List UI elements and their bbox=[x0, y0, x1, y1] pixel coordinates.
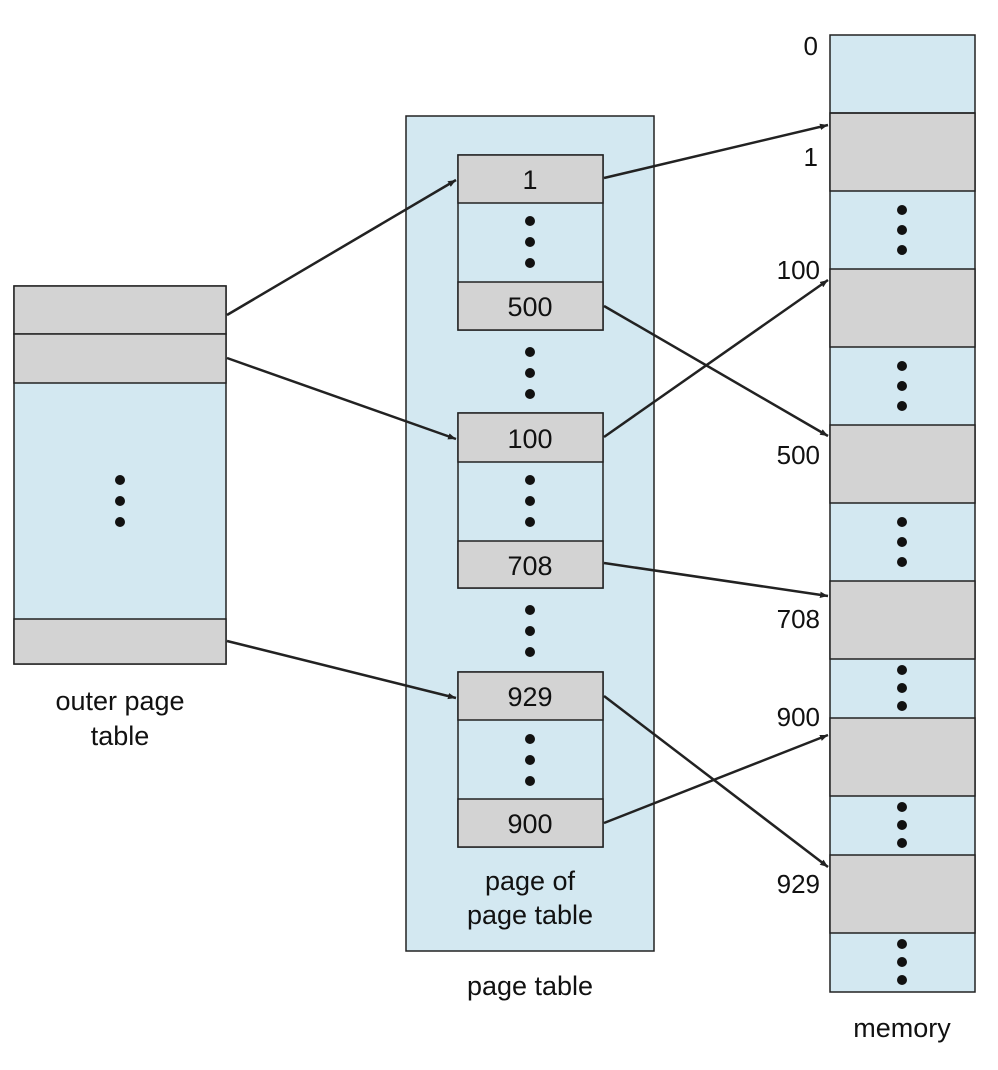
page-table-label: page table bbox=[467, 971, 593, 1001]
page-of-page-table-label-line2: page table bbox=[467, 900, 593, 930]
outer-page-table bbox=[13, 285, 227, 665]
arrow-entry708-to-frame708 bbox=[603, 561, 829, 598]
ellipsis-dots bbox=[897, 205, 907, 255]
memory-label: memory bbox=[853, 1013, 951, 1043]
frame-929 bbox=[829, 854, 976, 934]
arrow-outer1-to-pt1 bbox=[226, 178, 457, 317]
pt-entry-label-900: 900 bbox=[507, 809, 552, 839]
page-table: 1 500 100 708 bbox=[405, 115, 655, 952]
mem-address-708: 708 bbox=[777, 604, 820, 634]
arrow-entry929-to-frame929 bbox=[603, 695, 829, 868]
page-of-page-table-3 bbox=[457, 671, 604, 848]
memory-column bbox=[829, 34, 976, 993]
outer-entry-1 bbox=[13, 285, 227, 335]
ellipsis-dots bbox=[897, 939, 907, 985]
frame-1 bbox=[829, 112, 976, 192]
pt-entry-708 bbox=[457, 540, 604, 589]
pt-entry-label-100: 100 bbox=[507, 424, 552, 454]
page-of-page-table-label-line1: page of bbox=[485, 866, 576, 896]
outer-page-table-label-line2: table bbox=[91, 721, 150, 751]
outer-page-table-label-line1: outer page bbox=[55, 686, 184, 716]
arrow-entry1-to-frame1 bbox=[603, 123, 829, 180]
ellipsis-dots bbox=[525, 734, 535, 786]
ellipsis-dots bbox=[525, 605, 535, 657]
ellipsis-dots bbox=[897, 802, 907, 848]
pt-entry-100 bbox=[457, 412, 604, 463]
ellipsis-dots bbox=[897, 665, 907, 711]
mem-address-1: 1 bbox=[804, 142, 818, 172]
ellipsis-dots bbox=[897, 517, 907, 567]
frame-900 bbox=[829, 717, 976, 797]
outer-entry-2 bbox=[13, 333, 227, 384]
outer-entry-last bbox=[13, 618, 227, 665]
arrow-entry100-to-frame100 bbox=[603, 278, 829, 439]
ellipsis-dots bbox=[525, 347, 535, 399]
mem-address-900: 900 bbox=[777, 702, 820, 732]
arrow-outerlast-to-pt3 bbox=[226, 639, 457, 700]
mem-address-100: 100 bbox=[777, 255, 820, 285]
arrow-entry900-to-frame900 bbox=[603, 733, 829, 825]
frame-708 bbox=[829, 580, 976, 660]
pt-entry-500 bbox=[457, 281, 604, 331]
pt-entry-1 bbox=[457, 154, 604, 204]
pt-entry-900 bbox=[457, 798, 604, 848]
frame-500 bbox=[829, 424, 976, 504]
pt-entry-label-929: 929 bbox=[507, 682, 552, 712]
page-of-page-table-2 bbox=[457, 412, 604, 589]
ellipsis-dots bbox=[897, 361, 907, 411]
frame-100 bbox=[829, 268, 976, 348]
mem-address-500: 500 bbox=[777, 440, 820, 470]
pt-entry-929 bbox=[457, 671, 604, 721]
arrow-outer2-to-pt2 bbox=[226, 356, 457, 441]
pt-entry-label-500: 500 bbox=[507, 292, 552, 322]
ellipsis-dots bbox=[525, 475, 535, 527]
ellipsis-dots bbox=[115, 475, 125, 527]
ellipsis-dots bbox=[525, 216, 535, 268]
mem-address-929: 929 bbox=[777, 869, 820, 899]
mem-address-0: 0 bbox=[804, 31, 818, 61]
arrows bbox=[226, 123, 829, 868]
arrow-entry500-to-frame500 bbox=[603, 304, 829, 438]
pt-entry-label-1: 1 bbox=[522, 165, 537, 195]
pt-entry-label-708: 708 bbox=[507, 551, 552, 581]
page-of-page-table-1 bbox=[457, 154, 604, 331]
